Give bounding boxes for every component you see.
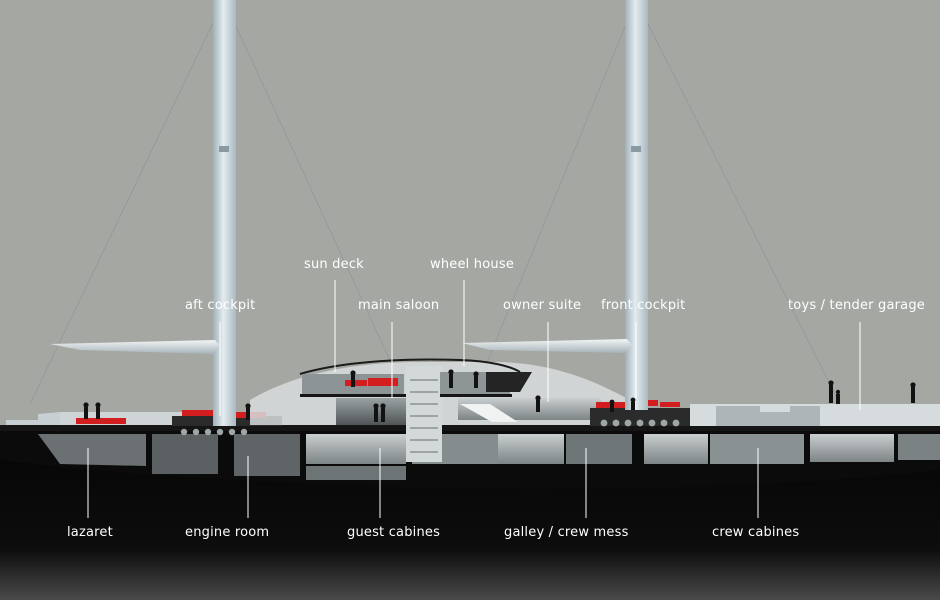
person-silhouette xyxy=(245,403,251,420)
lazaret-cushion xyxy=(76,418,126,424)
person-silhouette xyxy=(380,403,386,422)
crew-cabin-compartment-3 xyxy=(810,434,894,462)
person-silhouette xyxy=(95,402,101,419)
label-front-cockpit: front cockpit xyxy=(601,298,686,313)
crew-cabin-compartment-2 xyxy=(710,434,804,464)
aft-boom xyxy=(50,340,220,354)
person-silhouette xyxy=(609,399,615,412)
crew-mess-compartment xyxy=(566,434,632,464)
deck-plate xyxy=(0,425,940,431)
label-lazaret: lazaret xyxy=(67,525,113,540)
aft-mast-spreader xyxy=(219,146,229,152)
label-main-saloon: main saloon xyxy=(358,298,440,313)
crew-cabin-compartment xyxy=(644,434,708,464)
lazaret-compartment xyxy=(38,434,146,466)
galley-compartment-2 xyxy=(498,434,564,464)
person-silhouette xyxy=(630,397,636,410)
label-wheel-house: wheel house xyxy=(430,257,515,272)
rigging-lines xyxy=(29,0,841,405)
owner-suite-ramp xyxy=(460,404,518,422)
guest-cabin-compartment xyxy=(306,434,406,464)
roof-arch xyxy=(299,358,521,375)
stair-tower xyxy=(406,366,442,462)
lower-deck-compartments xyxy=(38,408,940,480)
person-silhouette xyxy=(83,402,89,419)
person-silhouette xyxy=(373,403,379,422)
fore-boom xyxy=(462,339,632,353)
person-silhouette xyxy=(473,371,479,388)
engine-room-compartment xyxy=(152,434,218,474)
person-silhouette xyxy=(835,389,841,404)
person-silhouette xyxy=(910,382,916,403)
aft-mast xyxy=(213,0,236,426)
aft-cockpit-cushion xyxy=(182,410,216,416)
sun-deck-floor xyxy=(300,394,450,397)
stairs xyxy=(410,379,438,453)
people-silhouettes xyxy=(83,369,916,422)
fore-mast xyxy=(625,0,648,410)
label-engine-room: engine room xyxy=(185,525,270,540)
guest-cabin-compartment-2 xyxy=(306,466,406,480)
forward-compartment xyxy=(898,434,940,460)
leader-lines xyxy=(87,280,861,518)
engine-room-compartment-2 xyxy=(234,434,300,476)
sun-deck-sofa xyxy=(345,380,367,386)
label-toys-tender-garage: toys / tender garage xyxy=(788,298,926,313)
person-silhouette xyxy=(828,380,834,403)
aft-deck-step xyxy=(0,412,60,426)
sun-deck-sofa-2 xyxy=(368,378,398,386)
label-owner-suite: owner suite xyxy=(503,298,582,313)
wheel-house-window xyxy=(486,372,532,392)
wheel-house-floor xyxy=(440,394,512,397)
person-silhouette xyxy=(350,370,356,387)
fore-mast-spreader xyxy=(631,146,641,152)
label-sun-deck: sun deck xyxy=(304,257,364,272)
label-galley-crew-mess: galley / crew mess xyxy=(504,525,629,540)
label-aft-cockpit: aft cockpit xyxy=(185,298,256,313)
person-silhouette xyxy=(448,369,454,388)
label-crew-cabines: crew cabines xyxy=(712,525,800,540)
person-silhouette xyxy=(535,395,541,412)
front-cockpit-cushion-3 xyxy=(660,402,680,407)
label-guest-cabines: guest cabines xyxy=(347,525,441,540)
fore-deck-steps xyxy=(716,406,820,426)
